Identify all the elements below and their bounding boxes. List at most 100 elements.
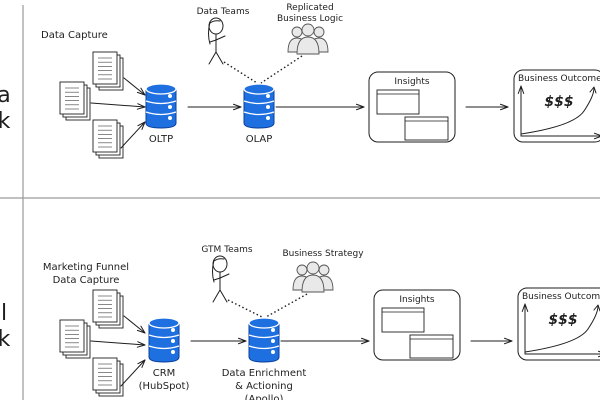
- outcomes-frame: [517, 287, 600, 361]
- db2-label: & Actioning: [235, 381, 293, 392]
- database-band: [248, 334, 280, 339]
- database-icon: [243, 83, 275, 129]
- chart-y-axis: [521, 303, 529, 355]
- database-light: [271, 339, 275, 343]
- db2-label: (Apollo): [245, 394, 284, 400]
- doc-arrow: [120, 359, 146, 387]
- figure-ponytail: [212, 259, 215, 283]
- document-stack-icon: [92, 51, 124, 91]
- figure-arms: [209, 35, 226, 43]
- flow-arrow: [190, 337, 247, 345]
- figure-legs: [212, 289, 228, 303]
- database-band: [248, 345, 280, 350]
- doc-arrow: [120, 121, 146, 149]
- dotted-connector: [227, 299, 263, 318]
- group-label: Business Logic: [277, 14, 343, 24]
- database-light: [168, 94, 172, 98]
- row-side-label: k: [0, 327, 11, 352]
- arrow-head: [237, 337, 247, 345]
- capture-label: Marketing Funnel: [43, 262, 129, 273]
- insights-panel: Insights: [368, 71, 456, 143]
- database-icon: [148, 317, 180, 363]
- arrow-shaft: [90, 340, 146, 346]
- db1-label: CRM: [153, 368, 176, 379]
- figure-legs: [208, 51, 224, 65]
- flow-arrow: [275, 103, 365, 111]
- arrow-shaft: [120, 359, 146, 387]
- person-body: [296, 36, 320, 55]
- person-head: [301, 23, 315, 37]
- document-stack-icon: [92, 357, 124, 397]
- chart-x-axis: [520, 132, 600, 140]
- money-label: $$$: [544, 94, 573, 110]
- database-light: [171, 339, 175, 343]
- database-light: [171, 350, 175, 354]
- insights-panel: Insights: [373, 289, 461, 361]
- database-band: [148, 334, 180, 339]
- flow-arrow: [187, 103, 242, 111]
- outcomes-label: Business Outcomes: [522, 292, 600, 302]
- database-light: [266, 94, 270, 98]
- chart-y-axis: [517, 85, 525, 137]
- arrow-head: [593, 132, 600, 140]
- arrow-head: [503, 337, 513, 345]
- database-light: [271, 328, 275, 332]
- row-side-label: k: [0, 109, 11, 134]
- arrow-head: [137, 359, 146, 368]
- team-label: Data Teams: [197, 7, 250, 17]
- database-top: [248, 317, 280, 329]
- dotted-connector: [265, 293, 308, 318]
- business-outcomes-panel: Business Outcomes $$$: [517, 287, 600, 361]
- document-stack-icon: [59, 81, 91, 121]
- row-side-label: a: [0, 83, 11, 108]
- outcomes-frame: [513, 69, 600, 143]
- business-outcomes-panel: Business Outcomes$$$: [513, 69, 600, 143]
- database-icon: [145, 83, 177, 129]
- growth-curve: [524, 305, 599, 353]
- database-icon: [248, 317, 280, 363]
- document-page: [59, 319, 85, 353]
- document-stack-icon: [92, 119, 124, 159]
- doc-arrow: [123, 77, 146, 96]
- money-label: $$$: [548, 312, 577, 328]
- chart-x-axis: [524, 350, 600, 358]
- dashboard-panel-icon: [409, 334, 454, 359]
- database-band: [243, 111, 275, 116]
- database-top: [148, 317, 180, 329]
- flow-arrow: [465, 103, 509, 111]
- growth-arrow-head: [589, 86, 597, 94]
- database-light: [266, 116, 270, 120]
- database-light: [168, 116, 172, 120]
- dotted-connector: [223, 61, 258, 84]
- figure-ponytail: [208, 21, 211, 45]
- arrow-head: [521, 303, 529, 313]
- insights-label: Insights: [399, 295, 434, 305]
- team-label: GTM Teams: [201, 245, 253, 255]
- database-light: [266, 105, 270, 109]
- flow-arrow: [280, 337, 370, 345]
- flow-arrow: [470, 337, 513, 345]
- arrow-head: [360, 337, 370, 345]
- arrow-head: [517, 85, 525, 95]
- figure-hair: [209, 20, 221, 24]
- database-band: [243, 100, 275, 105]
- figure-hair: [213, 258, 225, 262]
- arrow-head: [136, 87, 146, 96]
- database-top: [243, 83, 275, 95]
- doc-arrow: [123, 315, 146, 334]
- arrow-shaft: [123, 315, 146, 334]
- doc-arrow: [90, 340, 146, 348]
- database-light: [171, 328, 175, 332]
- group-label: Replicated: [286, 3, 333, 13]
- database-band: [145, 100, 177, 105]
- person-head: [306, 261, 320, 275]
- people-group-icon: [287, 23, 329, 55]
- database-light: [168, 105, 172, 109]
- dotted-connector: [260, 55, 303, 84]
- database-light: [271, 350, 275, 354]
- arrow-shaft: [120, 121, 146, 149]
- arrow-head: [232, 103, 242, 111]
- db2-label: Data Enrichment: [222, 368, 307, 379]
